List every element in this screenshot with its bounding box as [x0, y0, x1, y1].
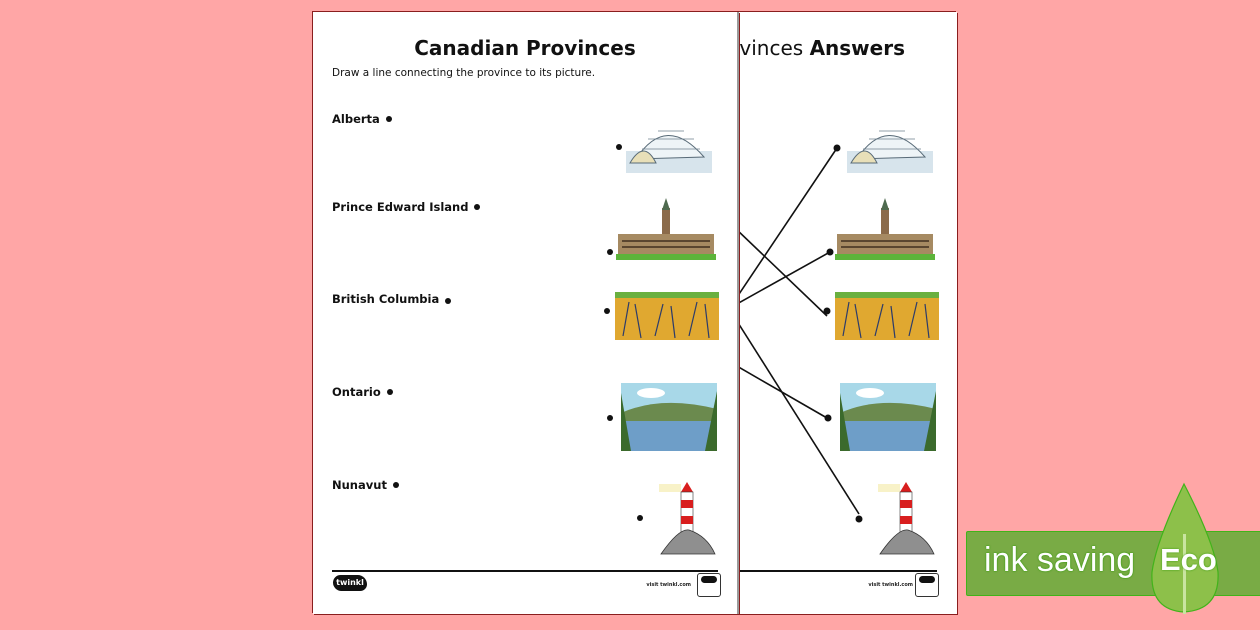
picture-dot-wheat[interactable] — [604, 308, 610, 314]
province-nunavut[interactable]: Nunavut — [332, 478, 399, 492]
province-pei[interactable]: Prince Edward Island — [332, 200, 481, 214]
answer-line-bc-1 — [735, 147, 838, 301]
lake-image — [840, 383, 936, 451]
answer-lines — [735, 144, 863, 523]
igloo-image — [626, 130, 712, 173]
worksheet-instruction: Draw a line connecting the province to i… — [332, 67, 596, 79]
worksheet-footer-line — [332, 570, 718, 572]
lake-image — [621, 383, 717, 451]
province-label: Prince Edward Island — [332, 200, 469, 214]
picture-dot-lighthouse[interactable] — [637, 515, 643, 521]
answer-line-bc-2 — [735, 251, 831, 306]
answers-title: vinces Answers — [735, 36, 905, 60]
ink-saving-label: ink saving — [984, 541, 1136, 579]
connector-dot[interactable] — [474, 204, 481, 210]
answer-dot-lighthouse — [855, 515, 863, 523]
connector-dot[interactable] — [385, 116, 392, 122]
worksheet: Canadian Provinces Draw a line connectin… — [313, 12, 739, 614]
connector-dot[interactable] — [386, 389, 393, 395]
answer-dot-lake — [824, 414, 832, 422]
answer-dot-wheat — [823, 307, 831, 315]
picture-dot-parliament[interactable] — [607, 249, 613, 255]
connector-dot[interactable] — [445, 298, 452, 304]
province-label: Ontario — [332, 385, 381, 399]
answer-line-ontario — [735, 364, 828, 419]
province-alberta[interactable]: Alberta — [332, 112, 392, 126]
province-label: Nunavut — [332, 478, 387, 492]
parliament-image — [835, 198, 935, 260]
picture-dot-lake[interactable] — [607, 415, 613, 421]
igloo-image — [847, 130, 933, 173]
twinkl-logo: twinkl — [333, 575, 367, 591]
wheat-image — [835, 292, 939, 340]
twinkl-badge-icon — [697, 573, 721, 597]
answer-dot-igloo — [833, 144, 841, 152]
lighthouse-image — [659, 482, 716, 555]
lighthouse-image — [878, 482, 935, 555]
visit-link[interactable]: visit twinkl.com — [646, 582, 691, 588]
answers-visit-link[interactable]: visit twinkl.com — [868, 582, 913, 588]
answers-footer-line — [735, 570, 937, 572]
answers-title-bold: Answers — [809, 36, 905, 60]
answers-title-prefix: vinces — [739, 36, 804, 60]
answer-line-alberta — [735, 227, 828, 317]
parliament-image — [616, 198, 716, 260]
province-ontario[interactable]: Ontario — [332, 385, 393, 399]
province-label: British Columbia — [332, 292, 440, 306]
answer-dot-parliament — [826, 248, 834, 256]
connector-dot[interactable] — [392, 482, 399, 488]
worksheet-title: Canadian Provinces — [414, 36, 636, 60]
province-label: Alberta — [332, 112, 380, 126]
leaf-icon — [1151, 482, 1219, 614]
wheat-image — [615, 292, 719, 340]
answers-sheet: vinces Answers — [735, 12, 957, 614]
province-bc[interactable]: British Columbia — [332, 292, 452, 306]
answers-twinkl-badge-icon — [915, 573, 939, 597]
eco-label: Eco — [1160, 542, 1217, 577]
answer-line-pei — [735, 317, 860, 515]
picture-dot-igloo[interactable] — [616, 144, 622, 150]
